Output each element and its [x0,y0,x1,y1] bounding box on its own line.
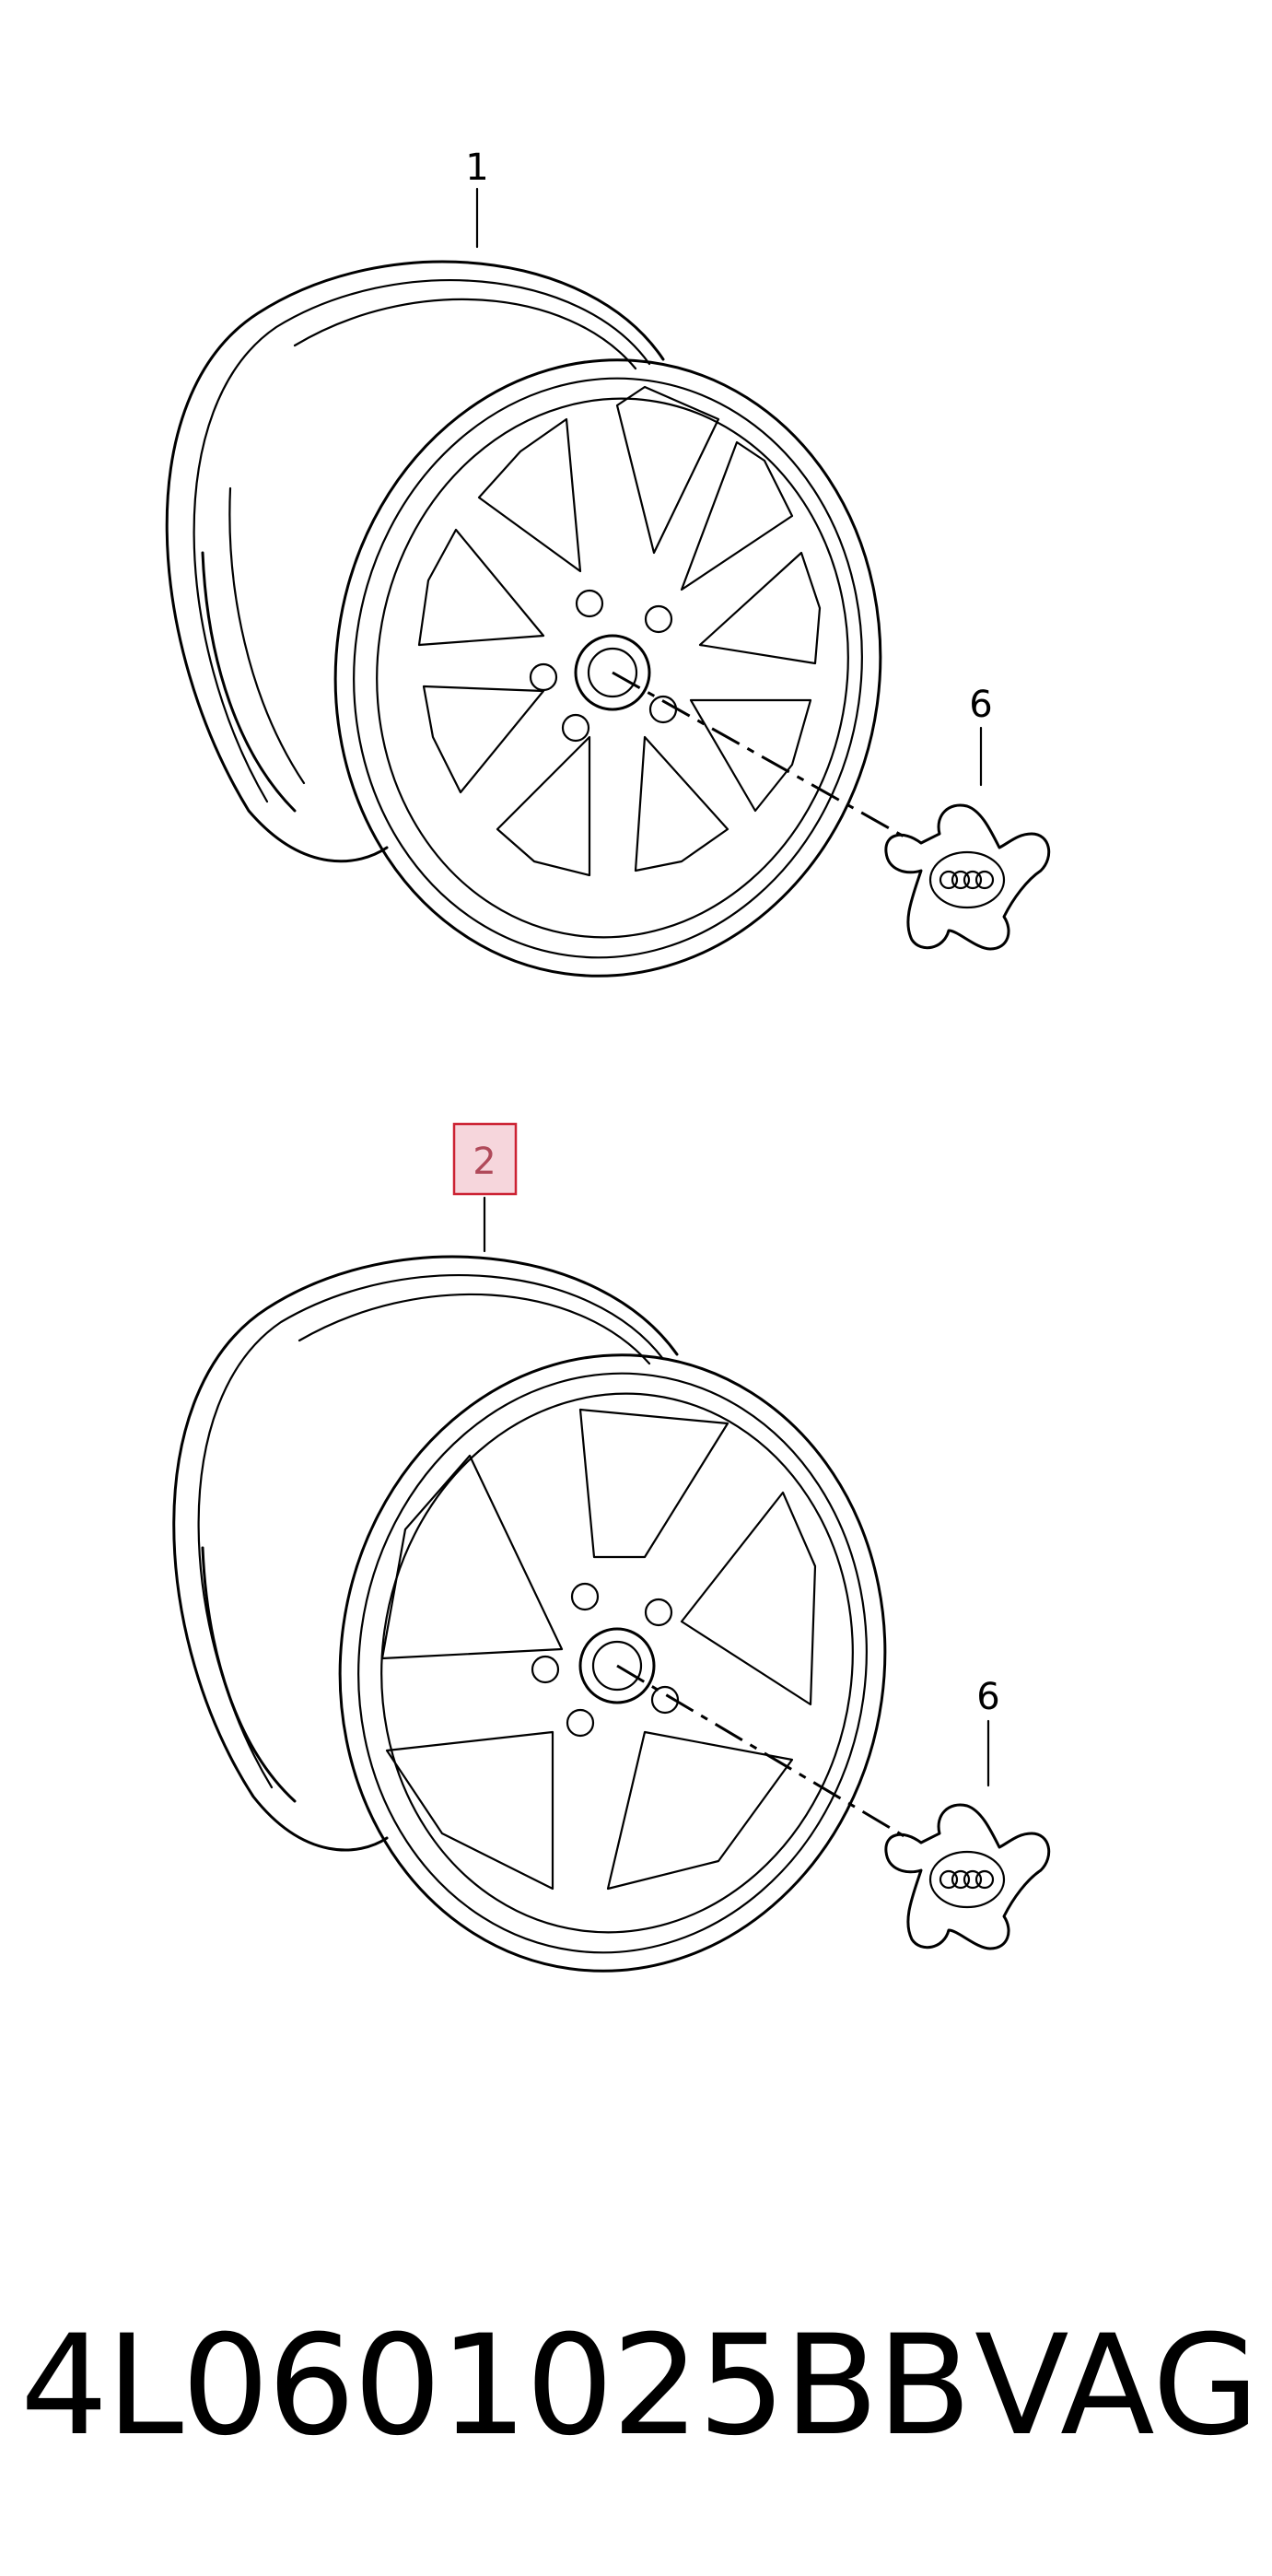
callout-6-bottom[interactable]: 6 [976,1676,999,1718]
part-number: 4L0601025BB [20,2306,972,2466]
wheel-multispoke[interactable] [165,260,920,1012]
callout-2-highlight [452,1122,518,1196]
center-cap-top[interactable] [884,803,1051,951]
wheel-5spoke[interactable] [172,1255,925,2007]
footer: 4L0601025BB VAG [0,2294,1272,2478]
callout-2[interactable]: 2 [473,1141,496,1183]
callout-6-top[interactable]: 6 [969,684,992,726]
center-cap-bottom[interactable] [884,1803,1051,1950]
brand-label: VAG [974,2306,1260,2466]
callout-1[interactable]: 1 [465,146,488,189]
